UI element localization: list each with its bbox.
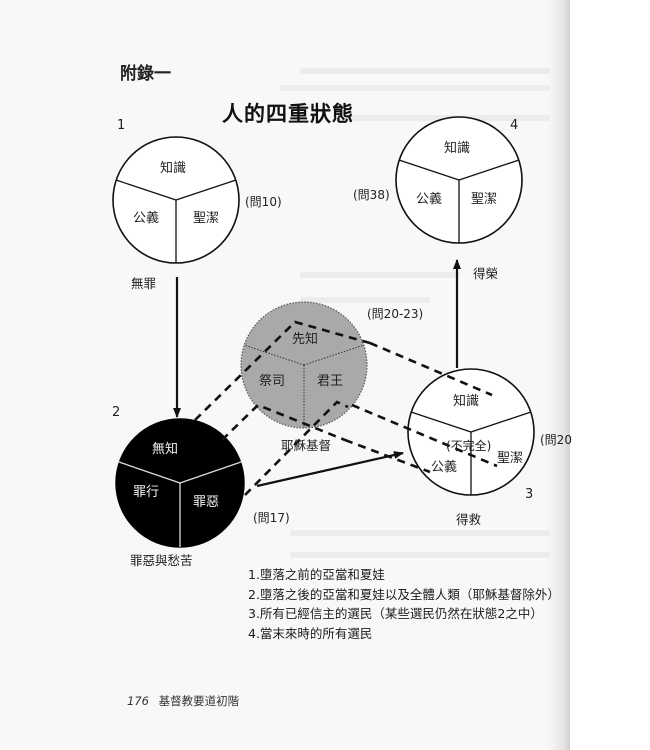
state-4-number: 4 [510,118,519,133]
appendix-label: 附錄一 [120,64,171,84]
bleed-through-line [280,85,550,91]
state-2-segment-top: 無知 [152,442,179,457]
state-4-segment-top: 知識 [444,141,471,156]
legend-item: 4.當末來時的所有選民 [248,625,373,641]
state-2-reference: (問17) [253,511,290,525]
state-4-reference: (問38) [353,188,390,202]
bleed-through-line [300,272,460,278]
state-2-circle [115,418,245,548]
state-3-segment-right: 聖潔 [497,451,524,466]
legend-item: 2.墮落之後的亞當和夏娃以及全體人類（耶穌基督除外） [248,586,560,602]
bleed-through-line [290,530,550,536]
christ-caption: 耶穌基督 [281,438,332,453]
legend-item: 3.所有已經信主的選民（某些選民仍然在狀態2之中） [248,606,543,621]
state-2-caption: 罪惡與愁苦 [130,553,193,568]
state-4-segment-right: 聖潔 [471,192,498,207]
state-1-circle [112,136,240,264]
page-edge-shadow [548,0,570,750]
christ-reference: (問20-23) [367,307,424,321]
state-2-segment-right: 罪惡 [193,495,220,510]
state-3-number: 3 [525,487,534,502]
state-1-caption: 無罪 [131,276,157,291]
states-legend: 1.墮落之前的亞當和夏娃 2.墮落之後的亞當和夏娃以及全體人類（耶穌基督除外） … [248,565,560,643]
bleed-through-line [290,552,550,558]
christ-circle [240,301,368,429]
state-3-segment-left: 公義 [431,460,458,475]
state-4-circle [395,116,523,244]
book-title: 基督教要道初階 [158,694,240,708]
state-4-caption: 得榮 [473,266,499,281]
state-1-number: 1 [117,118,126,133]
state-3-caption: 得救 [456,512,482,527]
bleed-through-line [300,297,430,303]
legend-item: 1.墮落之前的亞當和夏娃 [248,567,385,582]
state-1-segment-top: 知識 [160,161,187,176]
state-2-segment-left: 罪行 [133,485,160,500]
arrow-2-to-3 [256,451,404,488]
state-4-segment-left: 公義 [416,192,443,207]
state-1-reference: (問10) [245,195,282,209]
page-number: 176 [127,694,149,708]
state-3-circle [407,368,535,496]
state-2-number: 2 [112,405,121,420]
bleed-through-line [300,68,550,74]
state-1-segment-right: 聖潔 [193,211,220,226]
christ-segment-left: 祭司 [259,374,286,389]
state-1-segment-left: 公義 [133,211,160,226]
christ-segment-right: 君王 [317,374,344,389]
christ-segment-top: 先知 [292,332,319,347]
state-3-note: (不完全) [446,439,492,453]
state-3-segment-top: 知識 [453,394,480,409]
diagram-title: 人的四重狀態 [222,102,354,126]
state-3-reference: (問20 [540,433,572,447]
page-footer: 176 基督教要道初階 [127,693,239,709]
